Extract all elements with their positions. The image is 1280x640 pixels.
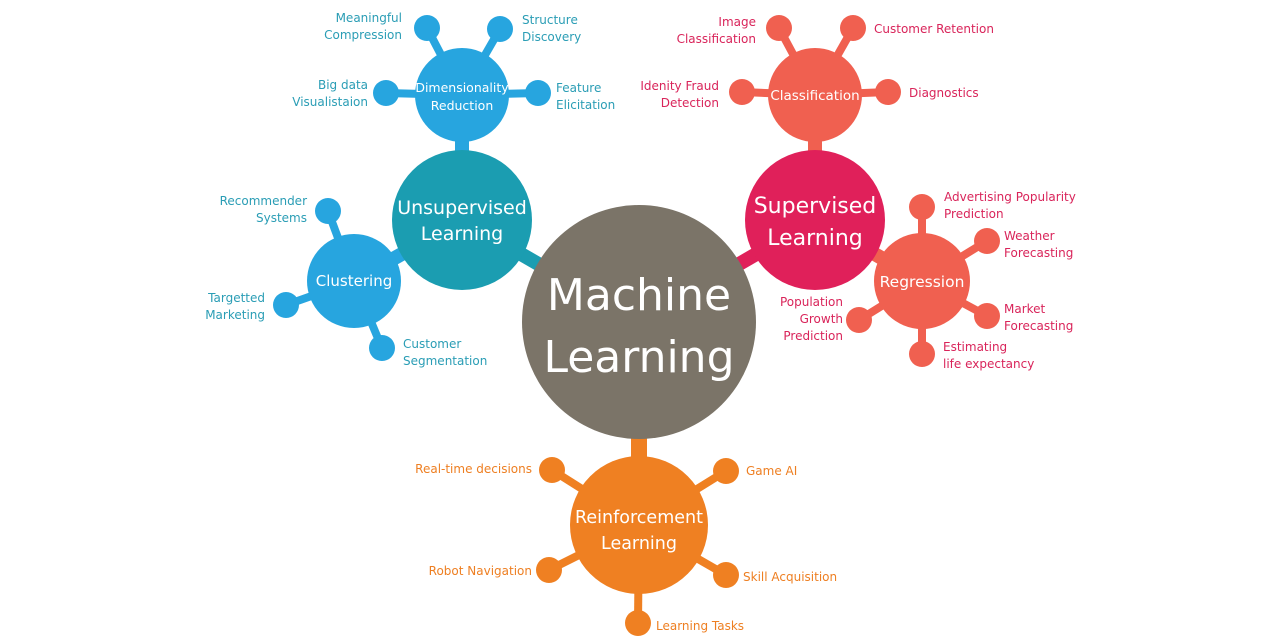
center-title-line2: Learning bbox=[543, 332, 734, 383]
node-unsupervised-learning[interactable]: Unsupervised Learning bbox=[392, 150, 532, 290]
node-label: Regression bbox=[880, 273, 965, 291]
leaf-label: Segmentation bbox=[403, 354, 487, 368]
node-clustering[interactable]: Clustering bbox=[307, 234, 401, 328]
leaf-label: Estimating bbox=[943, 340, 1007, 354]
leaf-label: Real-time decisions bbox=[415, 462, 532, 476]
labels-supervised: Image Classification Customer Retention … bbox=[640, 15, 1075, 371]
leaf-label: Classification bbox=[677, 32, 756, 46]
leaf-label: Visualistaion bbox=[292, 95, 368, 109]
node-label: Unsupervised bbox=[397, 197, 527, 219]
leaf-label: Advertising Popularity bbox=[944, 190, 1076, 204]
node-reinforcement-learning[interactable]: Reinforcement Learning bbox=[570, 456, 708, 594]
leaf-label: life expectancy bbox=[943, 357, 1034, 371]
labels-unsupervised: Meaningful Compression Structure Discove… bbox=[205, 11, 615, 368]
node-label: Supervised bbox=[754, 194, 877, 219]
leaf-dot bbox=[840, 15, 866, 41]
center-title-line1: Machine bbox=[547, 270, 731, 321]
node-label: Clustering bbox=[316, 272, 392, 290]
leaf-label: Diagnostics bbox=[909, 86, 979, 100]
leaf-label: Detection bbox=[661, 96, 719, 110]
leaf-dot bbox=[539, 457, 565, 483]
leaf-label: Prediction bbox=[783, 329, 843, 343]
node-label: Dimensionality bbox=[415, 80, 509, 95]
leaf-label: Discovery bbox=[522, 30, 581, 44]
leaf-dot bbox=[875, 79, 901, 105]
node-regression[interactable]: Regression bbox=[874, 233, 970, 329]
leaf-dot bbox=[729, 79, 755, 105]
node-supervised-learning[interactable]: Supervised Learning bbox=[745, 150, 885, 290]
leaf-label: Robot Navigation bbox=[429, 564, 532, 578]
leaf-label: Weather bbox=[1004, 229, 1055, 243]
node-circle bbox=[745, 150, 885, 290]
node-label: Reinforcement bbox=[575, 508, 703, 528]
leaf-dot bbox=[974, 303, 1000, 329]
leaf-label: Big data bbox=[318, 78, 368, 92]
leaf-label: Recommender bbox=[220, 194, 307, 208]
leaf-label: Forecasting bbox=[1004, 246, 1073, 260]
leaf-label: Forecasting bbox=[1004, 319, 1073, 333]
center-circle bbox=[522, 205, 756, 439]
leaf-dot bbox=[315, 198, 341, 224]
leaf-label: Idenity Fraud bbox=[640, 79, 719, 93]
node-circle bbox=[874, 233, 970, 329]
leaf-label: Customer Retention bbox=[874, 22, 994, 36]
leaf-dot bbox=[414, 15, 440, 41]
node-label: Reduction bbox=[431, 98, 494, 113]
leaf-dots bbox=[273, 15, 1000, 636]
leaf-label: Targetted bbox=[207, 291, 265, 305]
node-label: Learning bbox=[421, 223, 504, 245]
leaf-label: Systems bbox=[256, 211, 307, 225]
leaf-dot bbox=[373, 80, 399, 106]
node-circle bbox=[768, 48, 862, 142]
node-classification[interactable]: Classification bbox=[768, 48, 862, 142]
leaf-label: Customer bbox=[403, 337, 461, 351]
leaf-dot bbox=[625, 610, 651, 636]
leaf-dot bbox=[909, 194, 935, 220]
node-label: Classification bbox=[770, 88, 859, 104]
node-machine-learning[interactable]: Machine Learning bbox=[522, 205, 756, 439]
leaf-label: Market bbox=[1004, 302, 1046, 316]
leaf-label: Population bbox=[780, 295, 843, 309]
leaf-dot bbox=[713, 458, 739, 484]
leaf-label: Marketing bbox=[205, 308, 265, 322]
leaf-dot bbox=[369, 335, 395, 361]
leaf-dot bbox=[974, 228, 1000, 254]
leaf-dot bbox=[487, 16, 513, 42]
leaf-label: Learning Tasks bbox=[656, 619, 744, 633]
node-circle bbox=[415, 48, 509, 142]
leaf-label: Game AI bbox=[746, 464, 797, 478]
leaf-label: Compression bbox=[324, 28, 402, 42]
leaf-label: Skill Acquisition bbox=[743, 570, 837, 584]
node-circle bbox=[570, 456, 708, 594]
node-circle bbox=[307, 234, 401, 328]
leaf-dot bbox=[766, 15, 792, 41]
node-circle bbox=[392, 150, 532, 290]
leaf-dot bbox=[713, 562, 739, 588]
leaf-label: Meaningful bbox=[336, 11, 402, 25]
leaf-dot bbox=[525, 80, 551, 106]
labels-reinforcement: Real-time decisions Game AI Robot Naviga… bbox=[415, 462, 837, 633]
leaf-dot bbox=[909, 341, 935, 367]
leaf-dot bbox=[536, 557, 562, 583]
node-dimensionality-reduction[interactable]: Dimensionality Reduction bbox=[415, 48, 509, 142]
leaf-dot bbox=[846, 307, 872, 333]
leaf-label: Growth bbox=[800, 312, 843, 326]
node-label: Learning bbox=[767, 226, 863, 251]
leaf-label: Structure bbox=[522, 13, 578, 27]
leaf-label: Feature bbox=[556, 81, 601, 95]
leaf-label: Image bbox=[718, 15, 756, 29]
leaf-label: Prediction bbox=[944, 207, 1004, 221]
leaf-dot bbox=[273, 292, 299, 318]
leaf-label: Elicitation bbox=[556, 98, 615, 112]
node-label: Learning bbox=[601, 534, 677, 554]
